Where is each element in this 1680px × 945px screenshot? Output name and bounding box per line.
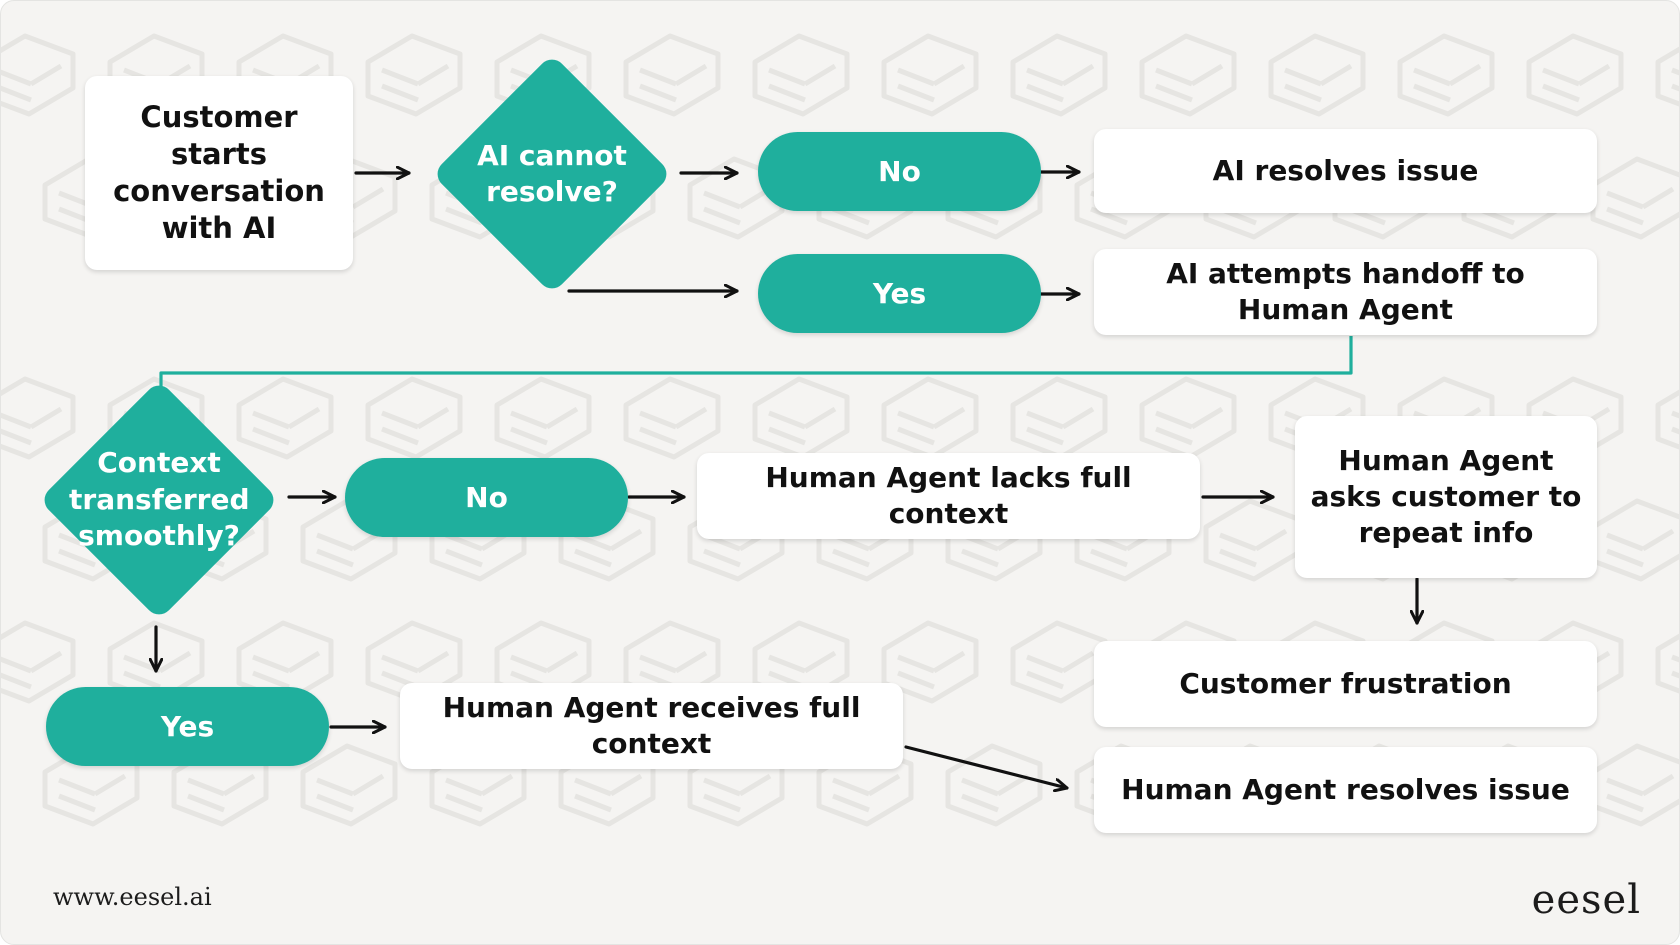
receives-context-label: Human Agent receives full context xyxy=(442,691,861,760)
yes-pill-1: Yes xyxy=(758,254,1041,333)
asks-repeat-label: Human Agent asks customer to repeat info xyxy=(1310,444,1582,549)
no-pill-2: No xyxy=(345,458,628,537)
no-pill-2-label: No xyxy=(465,480,508,514)
ai-resolves-node: AI resolves issue xyxy=(1094,129,1597,213)
lacks-context-label: Human Agent lacks full context xyxy=(765,461,1132,530)
asks-repeat-node: Human Agent asks customer to repeat info xyxy=(1295,416,1597,578)
decision-context-label: Context transferred smoothly? xyxy=(69,446,250,553)
agent-resolves-label: Human Agent resolves issue xyxy=(1121,773,1570,807)
ai-resolves-label: AI resolves issue xyxy=(1212,154,1479,188)
decision-context-transferred: Context transferred smoothly? xyxy=(27,368,291,632)
decision-diamond-shape xyxy=(437,59,667,289)
yes-pill-2-label: Yes xyxy=(160,709,215,743)
frustration-node: Customer frustration xyxy=(1094,641,1597,727)
yes-pill-2: Yes xyxy=(46,687,329,766)
frustration-label: Customer frustration xyxy=(1179,667,1512,701)
decision-ai-label: AI cannot resolve? xyxy=(477,138,627,208)
receives-context-node: Human Agent receives full context xyxy=(400,683,903,769)
ai-handoff-label: AI attempts handoff to Human Agent xyxy=(1166,257,1525,326)
footer-url[interactable]: www.eesel.ai xyxy=(53,883,212,911)
start-node-label: Customer starts conversation with AI xyxy=(113,99,325,246)
agent-resolves-node: Human Agent resolves issue xyxy=(1094,747,1597,833)
lacks-context-node: Human Agent lacks full context xyxy=(697,453,1200,539)
brand-logo: eesel xyxy=(1531,877,1641,923)
start-node: Customer starts conversation with AI xyxy=(85,76,353,270)
yes-pill-1-label: Yes xyxy=(872,276,927,310)
handoff-to-context-connector xyxy=(159,336,1353,393)
decision-ai-cannot-resolve: AI cannot resolve? xyxy=(421,43,683,305)
decision-diamond-shape xyxy=(44,385,274,615)
arrow-receives-to-agent-resolves xyxy=(904,745,1069,788)
ai-handoff-node: AI attempts handoff to Human Agent xyxy=(1094,249,1597,335)
no-pill-1-label: No xyxy=(878,154,921,188)
no-pill-1: No xyxy=(758,132,1041,211)
